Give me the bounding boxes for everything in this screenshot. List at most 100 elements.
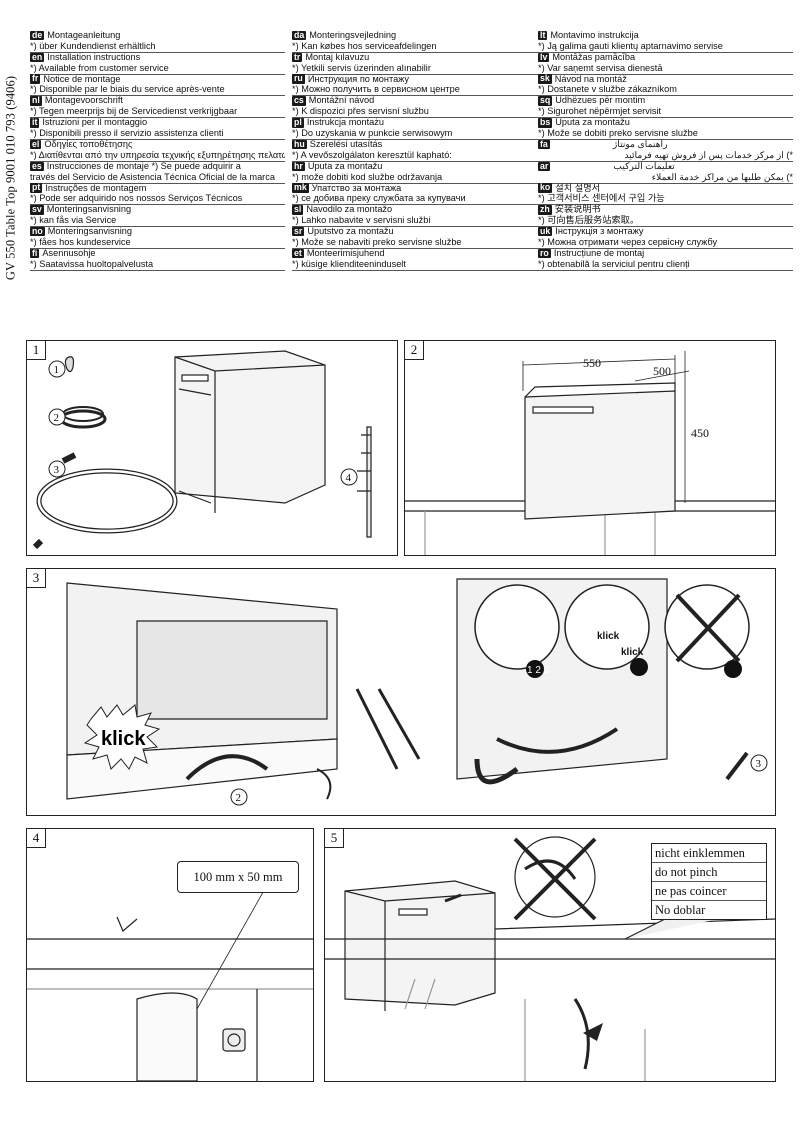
language-title: Uputstvo za montažu — [307, 226, 394, 237]
warning-2: do not pinch — [652, 863, 766, 882]
step-2-panel: 2 550 500 450 — [404, 340, 776, 556]
language-code-badge: cs — [292, 95, 306, 106]
language-title: راهنمای مونتاژ — [612, 138, 668, 149]
language-title: Montageanleitung — [47, 30, 121, 40]
language-note: *) Disponible par le biais du service ap… — [30, 84, 285, 97]
language-code-badge: fi — [30, 247, 40, 259]
callout-1: 1 — [54, 364, 60, 376]
language-code-badge: lv — [538, 51, 550, 63]
language-code-badge: tr — [292, 51, 303, 63]
klick-burst: klick — [83, 704, 161, 770]
step-1-panel: 1 1 2 3 4 — [26, 340, 398, 556]
language-code-badge: el — [30, 138, 42, 150]
language-code-badge: sq — [538, 95, 553, 106]
step-3-panel: 3 1 2 3 — [26, 568, 776, 816]
language-note: *) küsige klienditeeninduselt — [292, 259, 547, 271]
language-code-badge: ko — [538, 182, 553, 193]
callout-2: 2 — [54, 412, 60, 424]
language-note: *) K dispozici přes servisní službu — [292, 106, 547, 119]
language-title: Montaj kılavuzu — [305, 51, 370, 62]
language-note: *) Može se nabaviti preko servisne služb… — [292, 237, 547, 249]
language-note: *) Može se dobiti preko servisne službe — [538, 128, 793, 140]
language-title: Instrukcja montażu — [306, 117, 384, 128]
language-note: *) Saatavissa huoltopalvelusta — [30, 259, 285, 271]
language-note: *) Διατίθενται από την υπηρεσία τεχνικής… — [30, 149, 285, 162]
warning-1: nicht einklemmen — [652, 844, 766, 863]
callout-4: 4 — [346, 472, 352, 484]
language-title: Navodilo za montažo — [306, 204, 393, 215]
step-number: 4 — [27, 829, 46, 848]
language-note: *) A vevőszolgálaton keresztül kapható: — [292, 150, 547, 162]
language-note: *) kan fås via Service — [30, 215, 285, 228]
language-title: Montāžas pamācība — [552, 51, 636, 62]
language-code-badge: sr — [292, 226, 305, 237]
warning-box: nicht einklemmen do not pinch ne pas coi… — [651, 843, 767, 920]
language-code-badge: zh — [538, 204, 552, 215]
language-title: Інструкція з монтажу — [555, 226, 644, 237]
language-title: Instrucciones de montaje *) Se puede adq… — [46, 160, 241, 171]
language-note: *) fåes hos kundeservice — [30, 237, 285, 249]
language-code-badge: sv — [30, 204, 44, 215]
language-note: *) Можна отримати через сервісну службу — [538, 237, 793, 249]
language-note: *) се добива преку службата за купувачи — [292, 193, 547, 206]
language-note: *) Pode ser adquirido nos nossos Serviço… — [30, 193, 285, 206]
step-number: 1 — [27, 341, 46, 360]
language-title: Упатство за монтажа — [311, 182, 402, 193]
language-note: *) Yetkili servis üzerinden alınabilir — [292, 63, 547, 75]
language-code-badge: mk — [292, 182, 309, 193]
language-note: *) Ją galima gauti klientų aptarnavimo s… — [538, 41, 793, 53]
language-note: *) može dobiti kod službe održavanja — [292, 172, 547, 184]
parts-illustration: 1 2 3 4 — [32, 350, 372, 550]
language-note: través del Servicio de Asistencia Técnic… — [30, 172, 285, 184]
language-note: *) Можно получить в сервисном центре — [292, 84, 547, 97]
language-code-badge: es — [30, 160, 44, 172]
language-title: 설치 설명서 — [555, 182, 601, 193]
language-title: Monteerimisjuhend — [306, 247, 385, 258]
language-title: Instrucțiune de montaj — [553, 247, 645, 258]
language-note: *) über Kundendienst erhältlich — [30, 41, 285, 53]
language-title: Notice de montage — [43, 73, 121, 84]
language-title: Montagevoorschrift — [44, 95, 123, 106]
language-note: *) obtenabilă la serviciul pentru clienț… — [538, 259, 793, 271]
language-note: *) Kan købes hos serviceafdelingen — [292, 41, 547, 53]
callout-3: 3 — [54, 464, 60, 476]
language-code-badge: ar — [538, 160, 551, 172]
language-code-badge: pt — [30, 182, 43, 193]
language-code-badge: da — [292, 30, 307, 41]
language-code-badge: no — [30, 226, 45, 237]
language-code-badge: ru — [292, 73, 305, 84]
language-code-badge: en — [30, 51, 45, 63]
cutout-size-label: 100 mm x 50 mm — [177, 861, 299, 893]
language-code-badge: sl — [292, 204, 304, 215]
klick-label: klick — [101, 728, 146, 750]
step-number: 2 — [405, 341, 424, 360]
language-title: Istruzioni per il montaggio — [42, 117, 148, 128]
klick-label-upper: klick — [597, 631, 620, 642]
step-4-panel: 4 100 mm x 50 mm — [26, 828, 314, 1082]
width-dimension: 550 — [583, 356, 601, 370]
language-code-badge: hu — [292, 138, 307, 150]
dimensions-illustration: 550 500 450 — [405, 351, 775, 555]
language-note: *) Var saņemt servisa dienestā — [538, 63, 793, 75]
step-number: 5 — [325, 829, 344, 848]
language-note: *) 可向售后服务站索取。 — [538, 215, 793, 228]
connection-illustration: 1 2 3 klick klick klick 2 3 — [66, 578, 768, 806]
